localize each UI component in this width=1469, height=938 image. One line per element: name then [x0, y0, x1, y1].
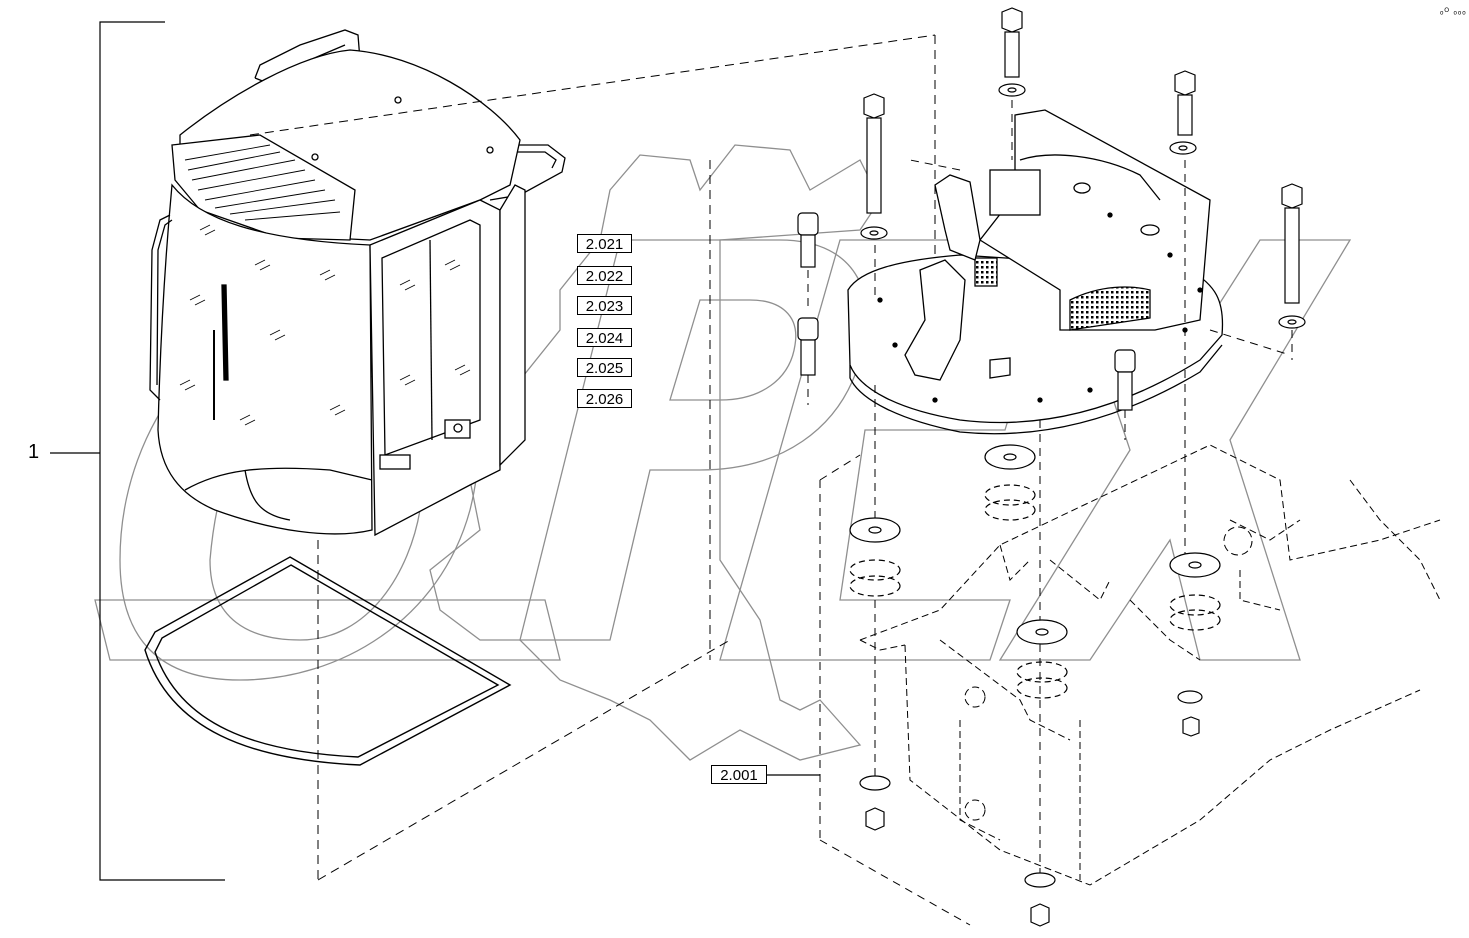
washer: [1177, 690, 1203, 704]
roof-vent: [171, 134, 356, 241]
callout-2-021[interactable]: 2.021: [577, 234, 632, 253]
hex-bolt: [998, 7, 1026, 97]
watermark-letter-p: [519, 239, 868, 641]
pedal-bracket: [934, 174, 981, 261]
relay-box: [989, 169, 1041, 216]
callout-2-023[interactable]: 2.023: [577, 296, 632, 315]
rubber-mount: [984, 444, 1036, 521]
rubber-mount: [1169, 552, 1221, 631]
cab-rear-panel: [499, 184, 526, 467]
control-module: [979, 109, 1211, 331]
callout-2-022[interactable]: 2.022: [577, 266, 632, 285]
chassis-frame: [859, 444, 1441, 886]
glass-hash-marks: [179, 224, 471, 426]
fasteners: [797, 7, 1306, 927]
hex-bolt: [1169, 70, 1197, 155]
nut: [1030, 903, 1050, 927]
watermark-bottom-bar: [94, 599, 561, 661]
callout-2-001[interactable]: 2.001: [711, 765, 767, 784]
callout-2-024[interactable]: 2.024: [577, 328, 632, 347]
rubber-mount: [849, 517, 901, 597]
rubber-mount: [1016, 619, 1068, 699]
socket-screw: [797, 317, 819, 376]
callout-2-026[interactable]: 2.026: [577, 389, 632, 408]
nut: [1182, 716, 1200, 737]
roof-rail: [254, 29, 361, 79]
assembly-number-label: 1: [28, 441, 40, 463]
corner-mark: ₒᴼ ₒₒₒ: [1440, 6, 1467, 16]
cab-seal-frame: [144, 556, 512, 766]
washer: [859, 775, 891, 791]
hex-bolt: [1278, 183, 1306, 329]
grille-panel: [1069, 286, 1151, 331]
assembly-bracket: [50, 21, 225, 881]
hex-bolt: [860, 93, 888, 240]
wiper: [221, 284, 229, 381]
cab-front-glass: [157, 183, 373, 535]
left-handle: [149, 214, 171, 401]
nut: [865, 807, 885, 831]
cab-platform: [847, 109, 1224, 435]
cab-assembly: [149, 29, 566, 537]
washer: [1024, 872, 1056, 888]
callout-2-025[interactable]: 2.025: [577, 358, 632, 377]
socket-screw: [1114, 349, 1136, 411]
socket-screw: [797, 212, 819, 268]
